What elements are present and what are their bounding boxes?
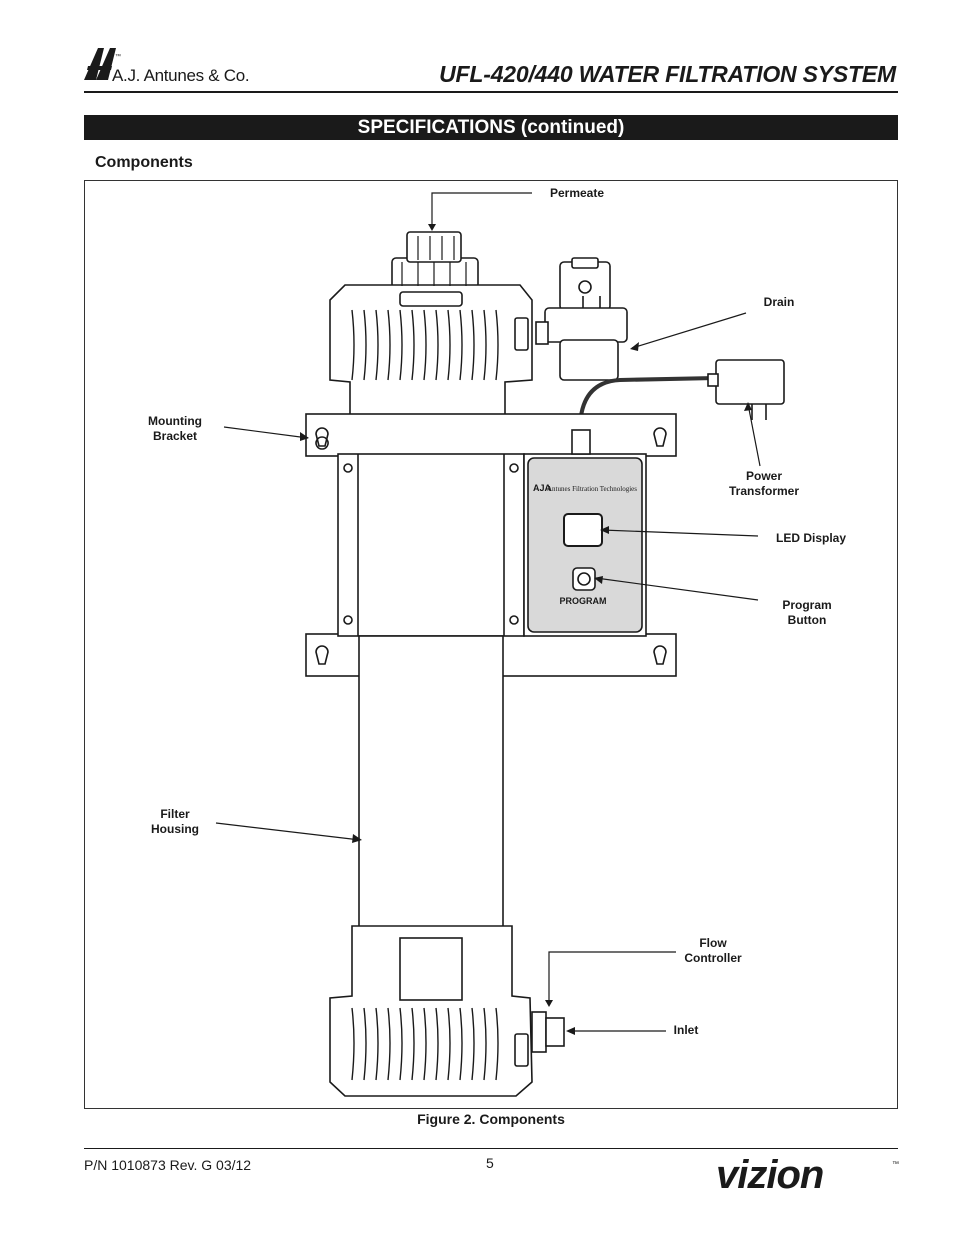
lower-housing-cap <box>329 925 565 1097</box>
callout-permeate: Permeate <box>549 186 605 200</box>
page-number: 5 <box>486 1155 494 1171</box>
mounting-bracket-leader <box>223 426 309 439</box>
led-display-leader <box>601 529 759 537</box>
section-title-bar: SPECIFICATIONS (continued) <box>84 115 898 140</box>
center-panel <box>337 453 525 637</box>
upper-mounting-bracket <box>305 413 677 457</box>
permeate-leader <box>431 192 532 228</box>
figure-caption: Figure 2. Components <box>417 1111 565 1127</box>
part-number: P/N 1010873 Rev. G 03/12 <box>84 1157 252 1173</box>
document-title: UFL-420/440 WATER FILTRATION SYSTEM <box>439 61 896 87</box>
drain-leader <box>631 312 747 349</box>
power-transformer-leader <box>747 403 761 467</box>
header-divider <box>84 91 898 93</box>
components-heading: Components <box>95 154 193 171</box>
callout-power-transformer: Power Transformer <box>728 469 800 498</box>
callout-led-display: LED Display <box>775 531 847 545</box>
power-transformer <box>707 359 785 420</box>
filter-housing-tube <box>358 635 504 929</box>
flow-controller-leader <box>548 951 676 1004</box>
footer-divider <box>84 1148 898 1149</box>
callout-program-button: Program Button <box>782 598 832 627</box>
company-name: A.J. Antunes & Co. <box>112 66 250 85</box>
callout-drain: Drain <box>763 295 795 309</box>
program-button-leader <box>595 577 759 601</box>
brand-tm: ™ <box>892 1161 899 1168</box>
filter-housing-leader <box>215 822 361 841</box>
vizion-brand-logo: vizion ™ <box>716 1154 899 1194</box>
brand-wordmark: vizion <box>716 1154 823 1194</box>
drain-valve <box>535 257 628 381</box>
figure-frame <box>84 180 898 1109</box>
callout-filter-housing: Filter Housing <box>151 807 199 836</box>
callout-flow-controller: Flow Controller <box>684 936 742 965</box>
callout-mounting-bracket: Mounting Bracket <box>148 414 202 443</box>
logo-tm: ™ <box>115 53 121 60</box>
panel-brand-text: Antunes Filtration Technologies <box>547 485 637 493</box>
panel-logo-mark: AJA <box>533 483 552 493</box>
aj-antunes-logo-mark: ™ <box>84 48 121 80</box>
upper-housing-cap <box>329 231 533 421</box>
program-button-label: PROGRAM <box>560 596 607 606</box>
callout-inlet: Inlet <box>673 1023 699 1037</box>
components-diagram: AJA Antunes Filtration Technologies PROG… <box>215 192 785 1097</box>
controller-box <box>523 429 647 637</box>
